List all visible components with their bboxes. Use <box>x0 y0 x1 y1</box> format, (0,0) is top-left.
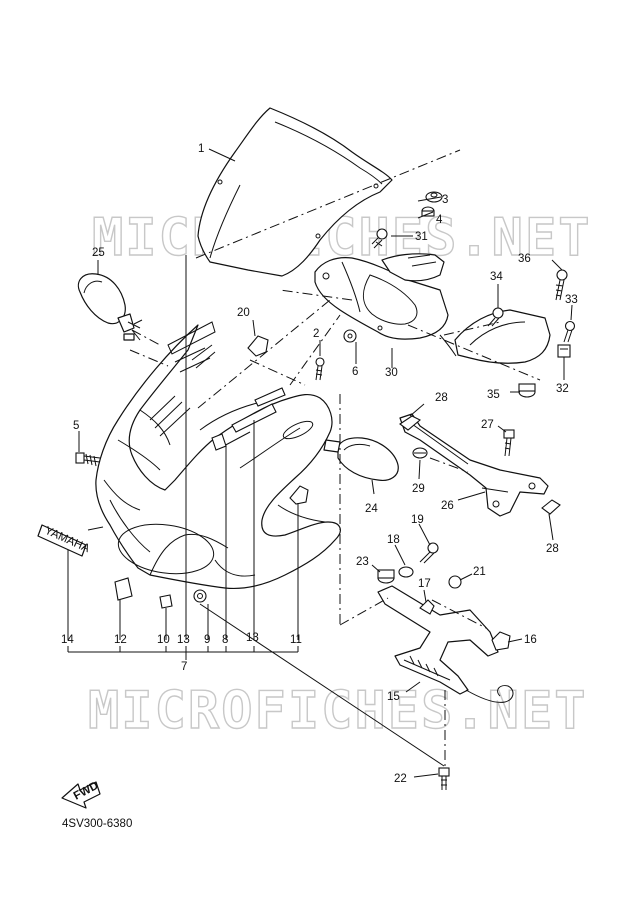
yamaha-emblem-part[interactable]: YAMAHA <box>37 524 92 557</box>
callout-5: 5 <box>73 420 79 432</box>
callout-17: 17 <box>418 578 431 590</box>
callout-33: 33 <box>565 294 578 306</box>
side-panel-part[interactable] <box>439 309 551 364</box>
callout-32: 32 <box>556 383 569 395</box>
nut-part-17[interactable] <box>419 599 435 615</box>
nut-part-21[interactable] <box>448 575 462 589</box>
stay-bracket-part[interactable] <box>399 413 549 517</box>
nut-part-4[interactable] <box>421 206 435 217</box>
callout-22: 22 <box>394 773 407 785</box>
callout-13-right: 13 <box>246 632 259 644</box>
nut-part-29[interactable] <box>412 447 428 459</box>
callout-11: 11 <box>290 634 302 646</box>
clip-part-11[interactable] <box>289 485 309 505</box>
callout-31: 31 <box>415 231 428 243</box>
watermark-bottom: MICROFICHES.NET <box>88 681 588 741</box>
grommet-part-16[interactable] <box>491 631 511 651</box>
decal-strip-part[interactable] <box>231 387 286 433</box>
diagram-code: 4SV300-6380 <box>62 818 133 830</box>
callout-19: 19 <box>411 514 424 526</box>
callout-25: 25 <box>92 247 105 259</box>
callout-labels: 1 2 3 4 5 6 7 8 9 10 11 12 13 13 14 15 1… <box>61 143 578 785</box>
callout-2: 2 <box>313 328 319 340</box>
collar-part-18[interactable] <box>398 566 414 578</box>
upper-cowling-part[interactable] <box>95 321 341 590</box>
callout-28-bottom: 28 <box>546 543 559 555</box>
rubber-pad-part[interactable] <box>114 577 133 601</box>
callout-1: 1 <box>198 143 204 155</box>
fwd-arrow-icon: FWD <box>61 780 101 809</box>
screw-part-31[interactable] <box>371 228 388 249</box>
collar-part-23[interactable] <box>377 569 395 584</box>
bolt-part-22[interactable] <box>438 767 450 790</box>
screw-part-33[interactable] <box>563 320 576 343</box>
callout-21: 21 <box>473 566 486 578</box>
callout-27: 27 <box>481 419 494 431</box>
callout-16: 16 <box>524 634 537 646</box>
callout-4: 4 <box>436 214 443 226</box>
callout-12: 12 <box>114 634 127 646</box>
lower-stay-part[interactable] <box>377 585 514 703</box>
nut-part-6[interactable] <box>343 329 357 343</box>
callout-20: 20 <box>237 307 250 319</box>
grommet-part-28-bottom[interactable] <box>541 499 561 515</box>
callout-6: 6 <box>352 366 358 378</box>
callout-36: 36 <box>518 253 531 265</box>
screw-part-2[interactable] <box>315 357 325 381</box>
leader-lines <box>67 148 573 778</box>
mirror-left-part[interactable] <box>77 273 143 341</box>
callout-30: 30 <box>385 367 398 379</box>
callout-15: 15 <box>387 691 400 703</box>
washer-part-3[interactable] <box>425 191 443 203</box>
nut-part-9[interactable] <box>193 589 207 603</box>
callout-26: 26 <box>441 500 454 512</box>
callout-28-top: 28 <box>435 392 448 404</box>
screw-part-34[interactable] <box>487 307 504 327</box>
clip-part-32[interactable] <box>557 344 571 358</box>
callout-18: 18 <box>387 534 400 546</box>
callout-35: 35 <box>487 389 500 401</box>
callout-10: 10 <box>157 634 170 646</box>
grommet-part-28-top[interactable] <box>399 415 421 431</box>
headlight-housing-part[interactable] <box>314 253 449 340</box>
bolt-part-27[interactable] <box>503 429 515 457</box>
windscreen-part[interactable] <box>197 107 393 277</box>
callout-24: 24 <box>365 503 378 515</box>
callout-3: 3 <box>442 194 448 206</box>
callout-34: 34 <box>490 271 503 283</box>
bolt-part-19[interactable] <box>419 542 439 564</box>
callout-8: 8 <box>222 634 228 646</box>
grommet-part[interactable] <box>159 594 173 609</box>
bracket-part-20[interactable] <box>247 335 269 357</box>
callout-23: 23 <box>356 556 369 568</box>
callout-29: 29 <box>412 483 425 495</box>
callout-13-left: 13 <box>177 634 190 646</box>
callout-9: 9 <box>204 634 210 646</box>
callout-14: 14 <box>61 634 74 646</box>
callout-7: 7 <box>181 661 187 673</box>
bolt-part-5[interactable] <box>75 452 101 467</box>
mirror-right-part[interactable] <box>323 437 399 481</box>
nut-part-35[interactable] <box>518 383 536 398</box>
